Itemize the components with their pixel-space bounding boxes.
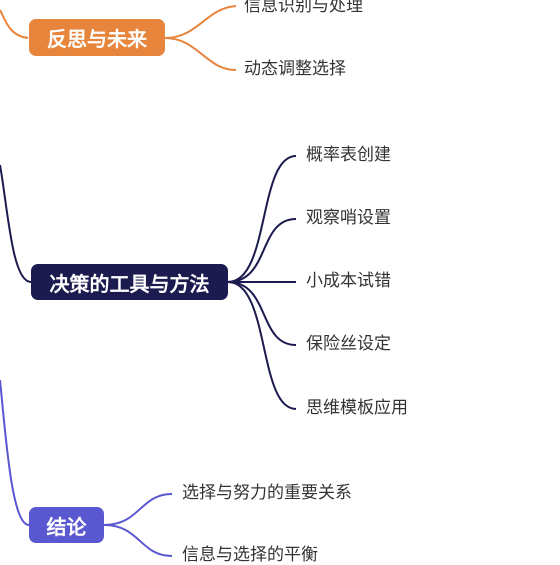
leaf-dynamic-adjust[interactable]: 动态调整选择 [244,59,346,79]
connector-navy-trunk [0,164,32,283]
branch-node-reflection[interactable]: 反思与未来 [29,19,165,56]
connector-navy-child-5 [227,281,297,410]
leaf-info-recognition[interactable]: 信息识别与处理 [244,0,363,16]
connector-purple-trunk [0,379,30,526]
connector-navy-child-4 [227,281,297,346]
connector-orange-child-1 [164,5,237,39]
leaf-thinking-template[interactable]: 思维模板应用 [306,398,408,418]
leaf-choice-effort[interactable]: 选择与努力的重要关系 [182,483,352,503]
connector-purple-child-1 [103,493,173,526]
leaf-observation-post[interactable]: 观察哨设置 [306,208,391,228]
connector-orange-child-2 [164,37,237,71]
connector-orange-trunk [0,9,29,39]
leaf-fuse-setting[interactable]: 保险丝设定 [306,334,391,354]
leaf-probability-table[interactable]: 概率表创建 [306,145,391,165]
branch-node-tools[interactable]: 决策的工具与方法 [31,264,228,300]
leaf-low-cost-trial[interactable]: 小成本试错 [306,271,391,291]
leaf-info-choice-balance[interactable]: 信息与选择的平衡 [182,545,318,565]
connector-navy-child-1 [227,155,297,283]
branch-node-conclusion[interactable]: 结论 [29,507,104,543]
connector-purple-child-2 [103,524,173,557]
connector-navy-child-2 [227,218,297,283]
